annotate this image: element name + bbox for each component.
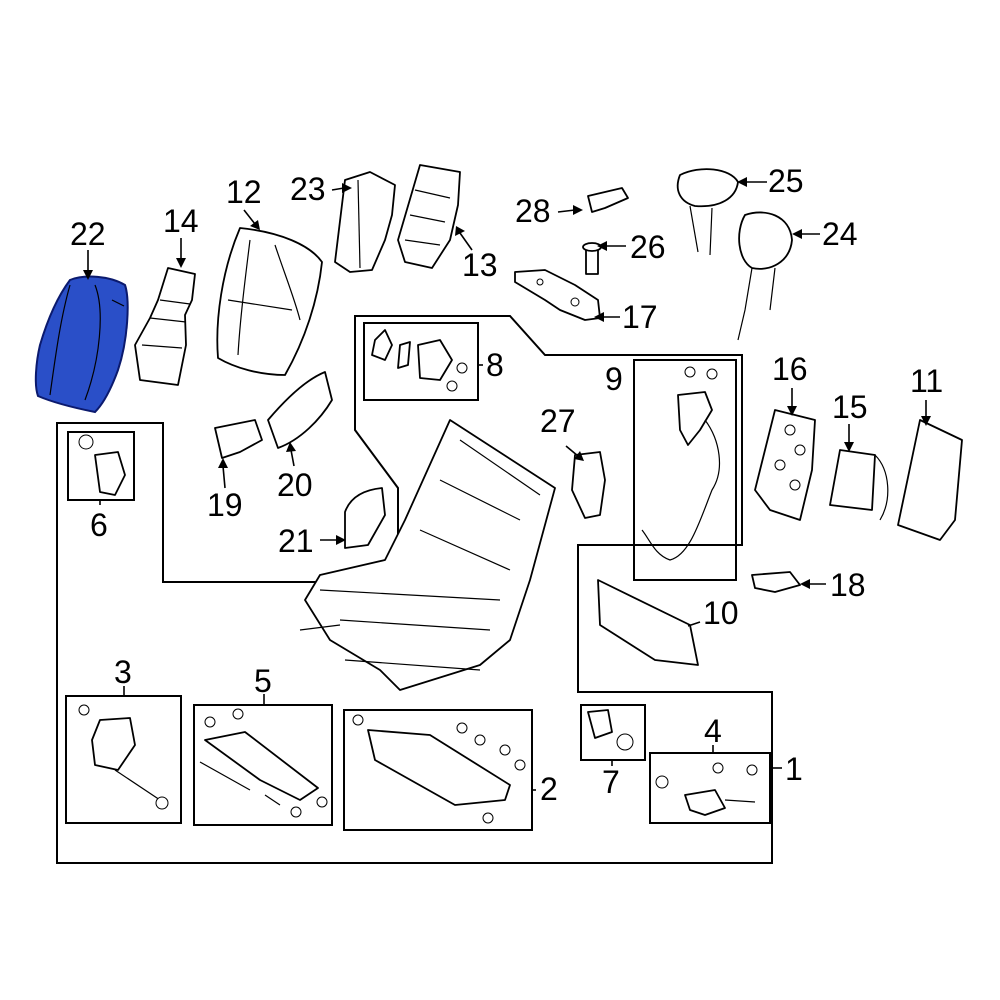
- seat-frame: [299, 419, 556, 691]
- callout-labels: 22 14 12 23 13 28 26 17 25 24 8 9 27 16 …: [70, 163, 943, 807]
- part-25-headrest: [676, 168, 739, 256]
- callout-5: 5: [254, 663, 272, 699]
- callout-10: 10: [703, 595, 739, 631]
- callout-25: 25: [768, 163, 804, 199]
- part-17-bracket: [514, 269, 601, 321]
- callout-18: 18: [830, 567, 866, 603]
- part-22-shape[interactable]: [34, 275, 129, 414]
- part-28: [587, 187, 629, 213]
- part-8-box: [363, 322, 479, 401]
- part-4-parts: [655, 762, 758, 816]
- callout-22: 22: [70, 216, 106, 252]
- part-20: [267, 371, 333, 449]
- part-2-parts: [352, 714, 526, 824]
- part-5-box: [193, 704, 333, 826]
- seat-back-cover-part-22[interactable]: [34, 275, 129, 414]
- callout-2: 2: [540, 771, 558, 807]
- callout-16: 16: [772, 351, 808, 387]
- callout-4: 4: [704, 713, 722, 749]
- part-13-back-board: [397, 164, 461, 269]
- callout-11: 11: [910, 363, 943, 399]
- part-18: [751, 571, 801, 593]
- part-23-cover: [334, 171, 396, 273]
- part-6-parts: [78, 434, 126, 496]
- part-2-box: [343, 709, 533, 831]
- callout-28: 28: [515, 193, 551, 229]
- callout-7: 7: [602, 764, 620, 800]
- part-19: [214, 419, 263, 459]
- part-10: [597, 579, 699, 666]
- callout-26: 26: [630, 229, 666, 265]
- callout-19: 19: [207, 487, 243, 523]
- part-5-parts: [199, 708, 328, 818]
- part-4-box: [649, 752, 771, 824]
- callout-15: 15: [832, 389, 868, 425]
- part-11: [897, 419, 963, 541]
- part-16: [754, 409, 816, 521]
- callout-23: 23: [290, 171, 326, 207]
- callout-1: 1: [785, 751, 803, 787]
- part-26: [582, 242, 602, 275]
- part-14-pad: [134, 267, 196, 386]
- part-21: [344, 487, 386, 549]
- callout-6: 6: [90, 507, 108, 543]
- part-7-box: [580, 704, 646, 761]
- part-3-parts: [78, 704, 169, 810]
- part-15: [829, 449, 889, 521]
- part-7-parts: [587, 709, 634, 751]
- part-9-parts: [641, 366, 720, 561]
- callout-24: 24: [822, 216, 858, 252]
- part-9-box: [633, 359, 737, 581]
- callout-9: 9: [605, 361, 623, 397]
- callout-3: 3: [114, 654, 132, 690]
- part-24-headrest: [737, 211, 793, 341]
- leader-lines: [83, 177, 931, 791]
- callout-27: 27: [540, 403, 576, 439]
- callout-14: 14: [163, 203, 199, 239]
- part-27: [571, 451, 606, 519]
- part-8-parts: [371, 329, 468, 392]
- callout-17: 17: [622, 299, 658, 335]
- callout-8: 8: [486, 347, 504, 383]
- callout-12: 12: [226, 174, 262, 210]
- part-6-box: [67, 431, 135, 501]
- part-12-seatback-pad: [216, 227, 323, 376]
- callout-20: 20: [277, 467, 313, 503]
- callout-21: 21: [278, 523, 314, 559]
- callout-13: 13: [462, 247, 498, 283]
